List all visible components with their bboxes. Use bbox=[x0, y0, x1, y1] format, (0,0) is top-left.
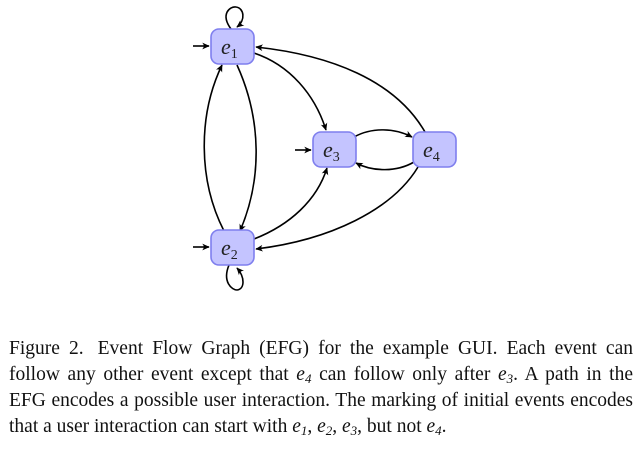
edge-e1-to-e2 bbox=[236, 64, 257, 232]
node-e3: e3 bbox=[312, 131, 357, 168]
svg-text:e3: e3 bbox=[323, 137, 340, 165]
edge-e2-self-loop bbox=[225, 264, 245, 291]
edge-e4-to-e3 bbox=[355, 161, 415, 171]
node-e1: e1 bbox=[210, 28, 255, 65]
svg-text:e1: e1 bbox=[221, 34, 238, 62]
caption-text: . A path in the EFG encodes a possible u… bbox=[9, 364, 634, 437]
math-e3: e3 bbox=[342, 416, 358, 438]
math-e2: e2 bbox=[317, 416, 333, 438]
math-e4: e4 bbox=[426, 416, 442, 438]
caption-text: , but not bbox=[357, 416, 427, 437]
edge-e2-to-e3 bbox=[253, 167, 329, 240]
caption-text: Event Flow Graph (EFG) for the example G… bbox=[9, 338, 633, 385]
node-e2: e2 bbox=[210, 229, 255, 266]
edge-e1-self-loop bbox=[225, 6, 245, 30]
math-e3: e3 bbox=[497, 364, 514, 386]
svg-text:e2: e2 bbox=[221, 235, 238, 263]
math-e1: e1 bbox=[292, 416, 308, 438]
edge-e4-to-e1 bbox=[255, 44, 426, 133]
edge-e4-to-e2 bbox=[255, 166, 419, 252]
edge-e2-to-e1 bbox=[203, 64, 225, 232]
node-e4: e4 bbox=[412, 131, 457, 168]
edge-e1-to-e3 bbox=[253, 52, 328, 131]
caption-text: can follow only after bbox=[311, 364, 498, 385]
math-e4: e4 bbox=[296, 364, 312, 386]
figure-label: Figure 2. bbox=[9, 338, 84, 359]
edge-e3-to-e4 bbox=[353, 129, 413, 138]
event-flow-graph: e1 e2 e3 e4 bbox=[193, 6, 457, 291]
figure-caption: Figure 2.Event Flow Graph (EFG) for the … bbox=[9, 338, 634, 438]
svg-text:e4: e4 bbox=[423, 137, 440, 165]
